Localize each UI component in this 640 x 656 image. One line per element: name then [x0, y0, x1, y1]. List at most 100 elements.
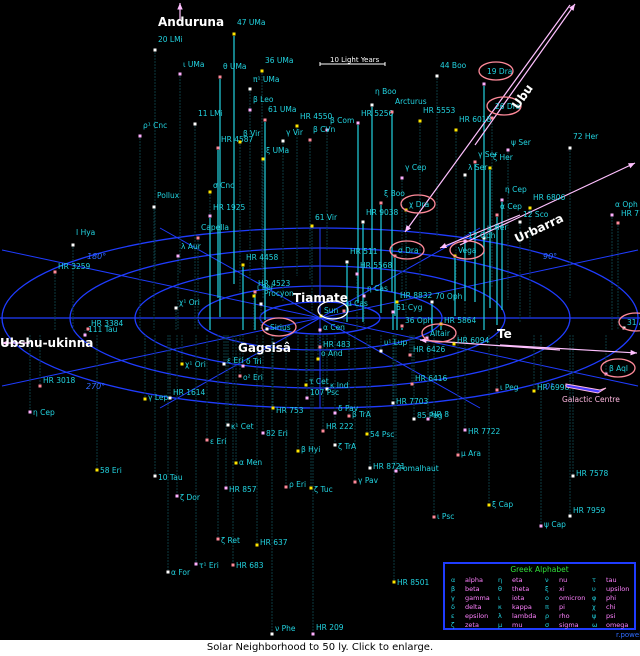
degree-label-180: 180° [87, 252, 106, 261]
star-point [153, 48, 157, 52]
star-point [234, 461, 238, 465]
star-point [38, 384, 42, 388]
region-label-tiamate: Tiamate [293, 291, 348, 305]
star-label: HR 6998 [537, 383, 570, 392]
greek-name: chi [606, 603, 616, 611]
star-label: 11 LMi [198, 109, 223, 118]
star-point [528, 206, 532, 210]
star-label: χ Dra [409, 200, 429, 209]
star-label: ι Peg [500, 383, 519, 392]
star-point [232, 32, 236, 36]
star-label: HR 6094 [457, 336, 490, 345]
star-point [425, 336, 429, 340]
star-point [53, 270, 57, 274]
arrow-urbarra-b-head-icon [440, 243, 447, 249]
star-point [473, 160, 477, 164]
star-label: ζ Ret [221, 536, 240, 545]
arrow-te-b-head-icon [420, 337, 427, 344]
star-label: HR 4458 [246, 253, 279, 262]
greek-name: gamma [465, 594, 490, 602]
star-label: ξ Boo [384, 189, 405, 198]
star-point [532, 389, 536, 393]
star-label: β TrA [352, 410, 372, 419]
greek-name: iota [512, 594, 525, 602]
star-label: λ Ser [468, 163, 488, 172]
star-label: λ Aur [181, 242, 202, 251]
star-label: 54 Psc [370, 430, 394, 439]
greek-name: phi [606, 594, 617, 602]
caption-link[interactable]: Solar Neighborhood to 50 ly. Click to en… [0, 640, 640, 656]
greek-name: eta [512, 576, 523, 584]
star-label: ψ Cap [544, 520, 566, 529]
star-label: δ Tri [246, 357, 262, 366]
star-label: ι Psc [437, 512, 454, 521]
direction-arrows [2, 3, 638, 356]
star-label: HR 8832 [400, 291, 433, 300]
star-label: 85 Peg [417, 411, 443, 420]
star-point [353, 480, 357, 484]
greek-symbol: ν [545, 576, 549, 584]
star-point [463, 173, 467, 177]
greek-symbol: χ [592, 603, 596, 611]
galactic-grid [0, 227, 640, 409]
star-label: HR 6018 [459, 115, 492, 124]
star-label: α Men [239, 458, 262, 467]
star-point [325, 387, 329, 391]
star-label: η Boo [375, 87, 397, 96]
greek-symbol: λ [498, 612, 502, 620]
greek-name: beta [465, 585, 480, 593]
star-label: β Vir [243, 129, 261, 138]
star-point [311, 632, 315, 636]
star-label: ρ¹ Cnc [143, 121, 167, 130]
greek-symbol: φ [592, 594, 597, 602]
greek-letter-chi: χ chi [592, 603, 616, 611]
star-label: HR 222 [326, 422, 354, 431]
star-point [490, 116, 494, 120]
star-point [226, 423, 230, 427]
star-point [568, 146, 572, 150]
star-point [316, 357, 320, 361]
star-point [95, 468, 99, 472]
star-label: HR 5553 [423, 106, 456, 115]
highlight-ellipse [618, 312, 640, 332]
star-point [321, 429, 325, 433]
star-label: 31 Aql [627, 318, 640, 327]
greek-symbol: υ [592, 585, 596, 593]
star-label: ε Eri [210, 437, 226, 446]
star-point [208, 190, 212, 194]
star-point [487, 503, 491, 507]
star-label: ι UMa [183, 60, 204, 69]
star-label: HR 4587 [221, 135, 254, 144]
greek-name: kappa [512, 603, 532, 611]
star-label: ν Phe [275, 624, 296, 633]
star-label: HR 7959 [573, 506, 606, 515]
star-point [216, 146, 220, 150]
greek-name: delta [465, 603, 482, 611]
star-point [391, 401, 395, 405]
star-label: 36 Oph [405, 316, 433, 325]
star-point [355, 272, 359, 276]
star-point [261, 431, 265, 435]
greek-name: epsilon [465, 612, 489, 620]
highlight-ellipse [600, 358, 636, 378]
star-label: HR 8 [431, 410, 449, 419]
greek-symbol: τ [592, 576, 596, 584]
star-label: HR 7703 [396, 397, 429, 406]
star-label: HR 753 [276, 406, 304, 415]
star-label: HR 6426 [413, 345, 446, 354]
region-label-ubshuukinna: Ubshu-ukinna [0, 336, 93, 350]
star-label: 12 Oph [468, 231, 496, 240]
greek-symbol: ρ [545, 612, 550, 620]
star-point [218, 75, 222, 79]
star-label: η Cas [367, 284, 388, 293]
star-point [391, 310, 395, 314]
